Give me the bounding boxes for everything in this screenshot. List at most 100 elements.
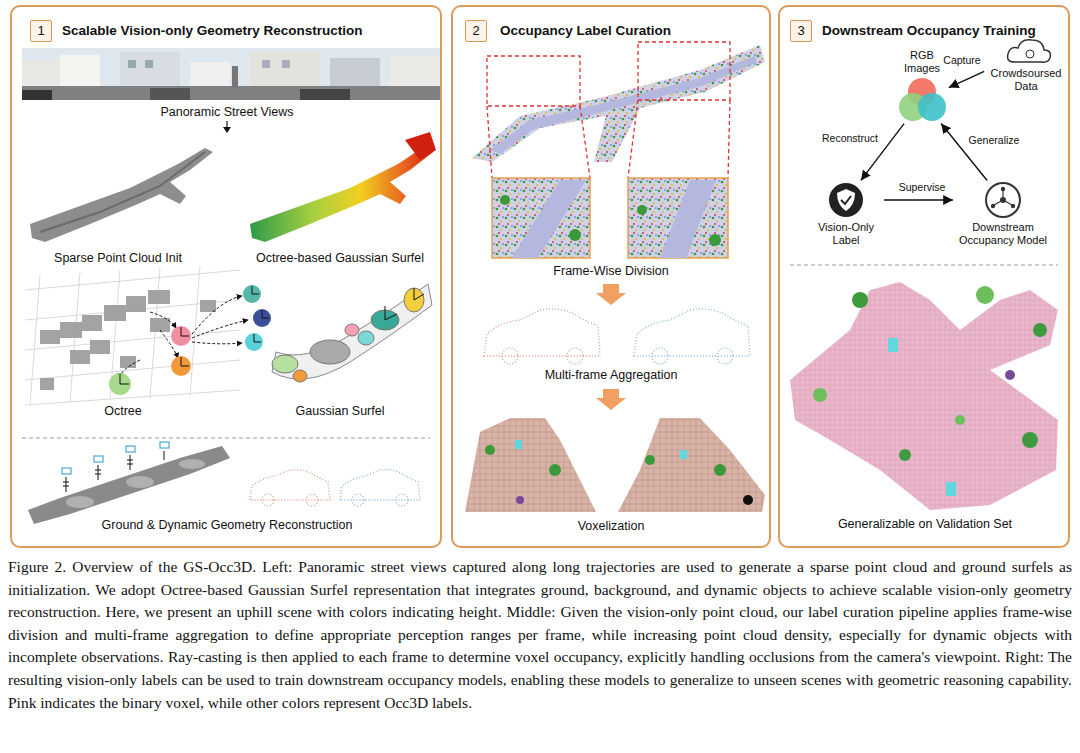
shield-icon (841, 196, 851, 204)
surfel-band (310, 340, 350, 364)
edge-label: Capture (941, 54, 982, 67)
ground-reconstruction (63, 482, 69, 483)
ground-reconstruction (95, 470, 101, 471)
dashed-separator (22, 438, 430, 439)
step-number: 3 (797, 24, 804, 38)
frame-division-boxes (487, 106, 492, 178)
surfel-band (358, 331, 374, 345)
step-badge: 3 (790, 20, 812, 42)
shield-icon (829, 183, 863, 217)
validation-voxel-map (790, 282, 1058, 510)
ground-reconstruction (28, 446, 230, 524)
down-arrow (223, 121, 231, 133)
octree-blocks (120, 356, 136, 368)
validation-voxel-map (888, 338, 898, 352)
voxel-views (485, 445, 495, 455)
aggregated-cars (717, 348, 733, 364)
model-icon (994, 190, 1012, 205)
zoom-views (569, 229, 581, 241)
flow-arrow (949, 71, 984, 87)
figure-label: Sparse Point Cloud Init (54, 251, 182, 266)
ground-reconstruction (66, 477, 67, 492)
panorama-strip (128, 60, 136, 68)
zoom-views (500, 195, 510, 205)
octree-gaussians (109, 373, 131, 395)
flow-arrow (884, 199, 953, 200)
panel-box: Scalable Vision-only Geometry Reconstruc… (10, 5, 442, 548)
aggregated-cars (484, 309, 600, 356)
dynamic-car-clouds (352, 494, 364, 506)
model-icon (986, 183, 1020, 217)
octree-blocks (200, 300, 216, 312)
caption-text: Figure 2. Overview of the GS-Occ3D. Left… (8, 556, 1072, 714)
octree-blocks (148, 290, 170, 304)
zoom-views (637, 205, 647, 215)
panorama-strip (150, 88, 190, 100)
panel-title: Scalable Vision-only Geometry Reconstruc… (62, 20, 363, 42)
aggregated-cars (634, 309, 750, 356)
octree-blocks (40, 290, 216, 390)
label-node: Vision-Only Label (810, 182, 882, 247)
shield-icon (837, 189, 855, 211)
step-badge: 1 (30, 20, 52, 42)
step-number: 1 (37, 24, 44, 38)
panorama-strip (60, 55, 100, 90)
figure-label: Voxelization (578, 519, 645, 534)
octree-gaussians (120, 286, 269, 384)
octree-blocks (150, 318, 170, 332)
model-icon (1000, 197, 1006, 203)
surfel-band (414, 294, 424, 300)
octree-blocks (60, 322, 82, 338)
figure-label: Generalizable on Validation Set (838, 517, 1012, 532)
panorama-strip (120, 52, 180, 90)
dynamic-car-clouds (340, 470, 420, 500)
octree-gaussians (181, 366, 189, 367)
surfel-band (345, 324, 359, 336)
octree-grid (25, 266, 240, 405)
voxel-views (714, 464, 726, 476)
label-point-cloud (472, 45, 765, 162)
zoom-views (492, 178, 590, 258)
panorama-strip (390, 55, 440, 90)
ground-reconstruction (98, 465, 99, 480)
panorama-strip (250, 52, 320, 90)
zoom-views (628, 178, 728, 258)
ground-reconstruction (126, 446, 135, 452)
node-label: Vision-Only Label (810, 221, 882, 247)
dynamic-car-clouds (262, 494, 274, 506)
frame-division-boxes (638, 42, 730, 100)
figure-label: Frame-Wise Division (553, 264, 668, 279)
surfel-band (385, 288, 424, 320)
panorama-strip (22, 48, 440, 100)
dynamic-car-clouds (396, 494, 408, 506)
label-point-cloud (472, 45, 765, 162)
validation-voxel-map (1033, 323, 1047, 337)
octree-gaussians (245, 333, 263, 351)
validation-voxel-map (790, 282, 1058, 510)
zoom-views (709, 234, 721, 246)
frame-division-boxes (487, 56, 580, 106)
octree-gaussians (171, 356, 191, 376)
aggregated-cars (484, 309, 750, 364)
ground-reconstruction (62, 468, 71, 474)
cloud-icon (1008, 40, 1051, 63)
rgb-node: RGB Images (897, 49, 947, 122)
cloud-icon (1008, 40, 1051, 63)
model-icon (1011, 204, 1015, 208)
ground-reconstruction (130, 455, 131, 470)
panorama-strip (22, 86, 440, 100)
cloud-icon (1026, 50, 1034, 58)
octree-gaussians (252, 294, 259, 295)
dynamic-car-clouds (250, 470, 330, 500)
octree-blocks (82, 315, 102, 331)
octree-gaussians (150, 312, 176, 328)
frame-division-boxes (628, 100, 638, 178)
octree-gaussians (252, 286, 253, 294)
validation-voxel-map (955, 415, 965, 425)
edge-label: Reconstruct (820, 132, 880, 145)
surfel-band (404, 288, 424, 312)
figure-label: Multi-frame Aggregation (545, 368, 678, 383)
ground-reconstruction (164, 451, 165, 460)
panel-box: Downstream Occupancy Training3RGB Images… (778, 5, 1070, 548)
